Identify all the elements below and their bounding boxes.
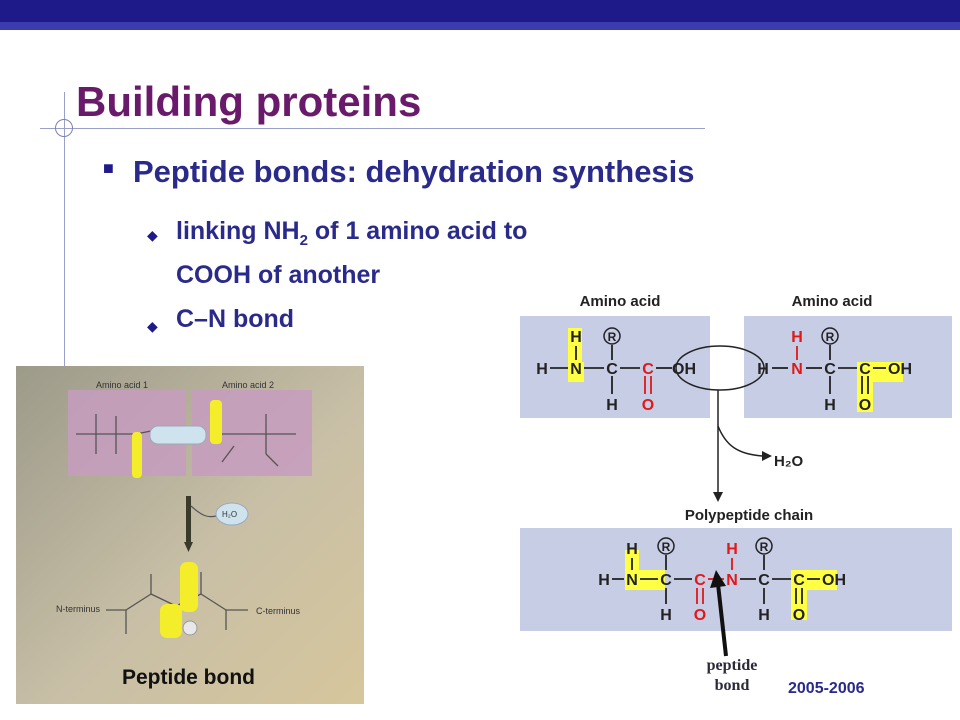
- water-arrow-head: [762, 451, 772, 461]
- guide-circle: [55, 119, 73, 137]
- svg-text:R: R: [662, 540, 671, 554]
- svg-text:H: H: [726, 541, 738, 558]
- svg-text:H: H: [606, 397, 618, 414]
- amino-acid-right-label: Amino acid: [792, 293, 873, 310]
- peptide-bond-label-line2: bond: [714, 677, 750, 694]
- svg-text:H: H: [758, 607, 770, 624]
- peptide-bond-label: peptide bond: [692, 656, 772, 696]
- bullet-linking-post: of 1 amino acid to: [307, 217, 528, 245]
- reaction-arrow-head: [713, 492, 723, 502]
- peptide-bond-pointer-arrow: [710, 570, 728, 657]
- bullet-linking-subscript: 2: [299, 232, 308, 249]
- svg-text:C: C: [824, 361, 836, 378]
- svg-text:C: C: [793, 572, 805, 589]
- svg-text:H: H: [626, 541, 638, 558]
- bullet-cn-bond: C–N bond: [176, 305, 295, 333]
- svg-text:H: H: [660, 607, 672, 624]
- svg-text:N: N: [726, 572, 738, 589]
- photo-water-label: H₂O: [222, 510, 237, 519]
- svg-text:H: H: [757, 361, 769, 378]
- svg-text:C: C: [660, 572, 672, 589]
- svg-text:C: C: [758, 572, 770, 589]
- svg-text:C: C: [606, 361, 618, 378]
- amino-acid-left-label: Amino acid: [580, 293, 661, 310]
- svg-text:O: O: [793, 607, 805, 624]
- polypeptide-box: [520, 528, 952, 631]
- photo-amino-acid-1-label: Amino acid 1: [96, 380, 148, 390]
- svg-text:R: R: [608, 330, 617, 344]
- photo-n-terminus-label: N-terminus: [56, 604, 101, 614]
- bullet-linking-pre: linking NH: [176, 217, 300, 245]
- svg-text:OH: OH: [888, 361, 912, 378]
- guide-horizontal-line: [40, 128, 705, 129]
- svg-text:O: O: [642, 397, 654, 414]
- top-band: [0, 0, 960, 22]
- bullet-peptide-bonds: Peptide bonds: dehydration synthesis: [133, 154, 695, 189]
- svg-text:C: C: [694, 572, 706, 589]
- svg-text:O: O: [694, 607, 706, 624]
- photo-c-terminus-label: C-terminus: [256, 606, 301, 616]
- svg-text:R: R: [826, 330, 835, 344]
- amino-acid-right-box: [744, 316, 952, 418]
- svg-text:O: O: [859, 397, 871, 414]
- bullet-square-icon: ■: [103, 158, 114, 178]
- bullet-linking-line2: COOH of another: [176, 261, 381, 289]
- svg-text:H: H: [598, 572, 610, 589]
- svg-text:H: H: [536, 361, 548, 378]
- svg-text:C: C: [859, 361, 871, 378]
- bullet-linking: linking NH2 of 1 amino acid to COOH of an…: [176, 214, 527, 292]
- bullet-diamond-icon: ◆: [147, 318, 158, 334]
- photo-peptide-bond-caption: Peptide bond: [122, 666, 255, 689]
- photo-amino-acid-2-label: Amino acid 2: [222, 380, 274, 390]
- slide-year: 2005-2006: [788, 680, 865, 697]
- bullet-diamond-icon: ◆: [147, 227, 158, 243]
- top-band-accent: [0, 22, 960, 30]
- svg-text:H: H: [791, 329, 803, 346]
- water-arrow-line: [717, 425, 763, 457]
- dehydration-ellipse: [675, 345, 765, 391]
- peptide-bond-photo: Amino acid 1 Amino acid 2 H₂O N-terminus…: [16, 366, 364, 704]
- peptide-bond-label-line1: peptide: [706, 657, 758, 674]
- svg-text:N: N: [626, 572, 638, 589]
- svg-text:H: H: [824, 397, 836, 414]
- svg-text:N: N: [791, 361, 803, 378]
- svg-text:R: R: [760, 540, 769, 554]
- svg-text:OH: OH: [822, 572, 846, 589]
- svg-text:N: N: [570, 361, 582, 378]
- slide-title: Building proteins: [76, 78, 422, 125]
- water-label: H₂O: [774, 453, 803, 470]
- svg-text:C: C: [642, 361, 654, 378]
- polypeptide-chain-label: Polypeptide chain: [685, 507, 813, 524]
- svg-text:H: H: [570, 329, 582, 346]
- peptide-reaction-diagram: Amino acid Amino acid H H N C C OH H O R…: [520, 293, 952, 631]
